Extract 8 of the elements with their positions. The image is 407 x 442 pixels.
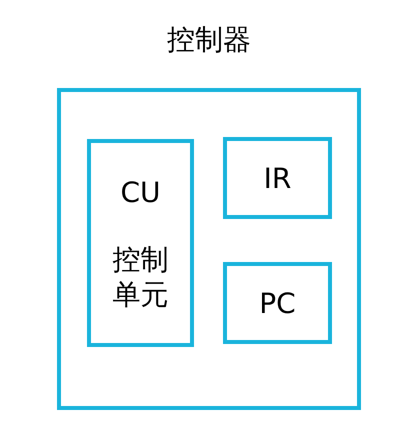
component-box — [223, 262, 332, 344]
component-name: CU — [120, 175, 161, 210]
component-description: 控制单元 — [111, 242, 170, 312]
component-box — [223, 137, 332, 220]
component-box — [87, 139, 194, 348]
title: 控制器 — [167, 22, 251, 58]
component-name: IR — [264, 160, 292, 196]
component-name: PC — [259, 286, 296, 321]
